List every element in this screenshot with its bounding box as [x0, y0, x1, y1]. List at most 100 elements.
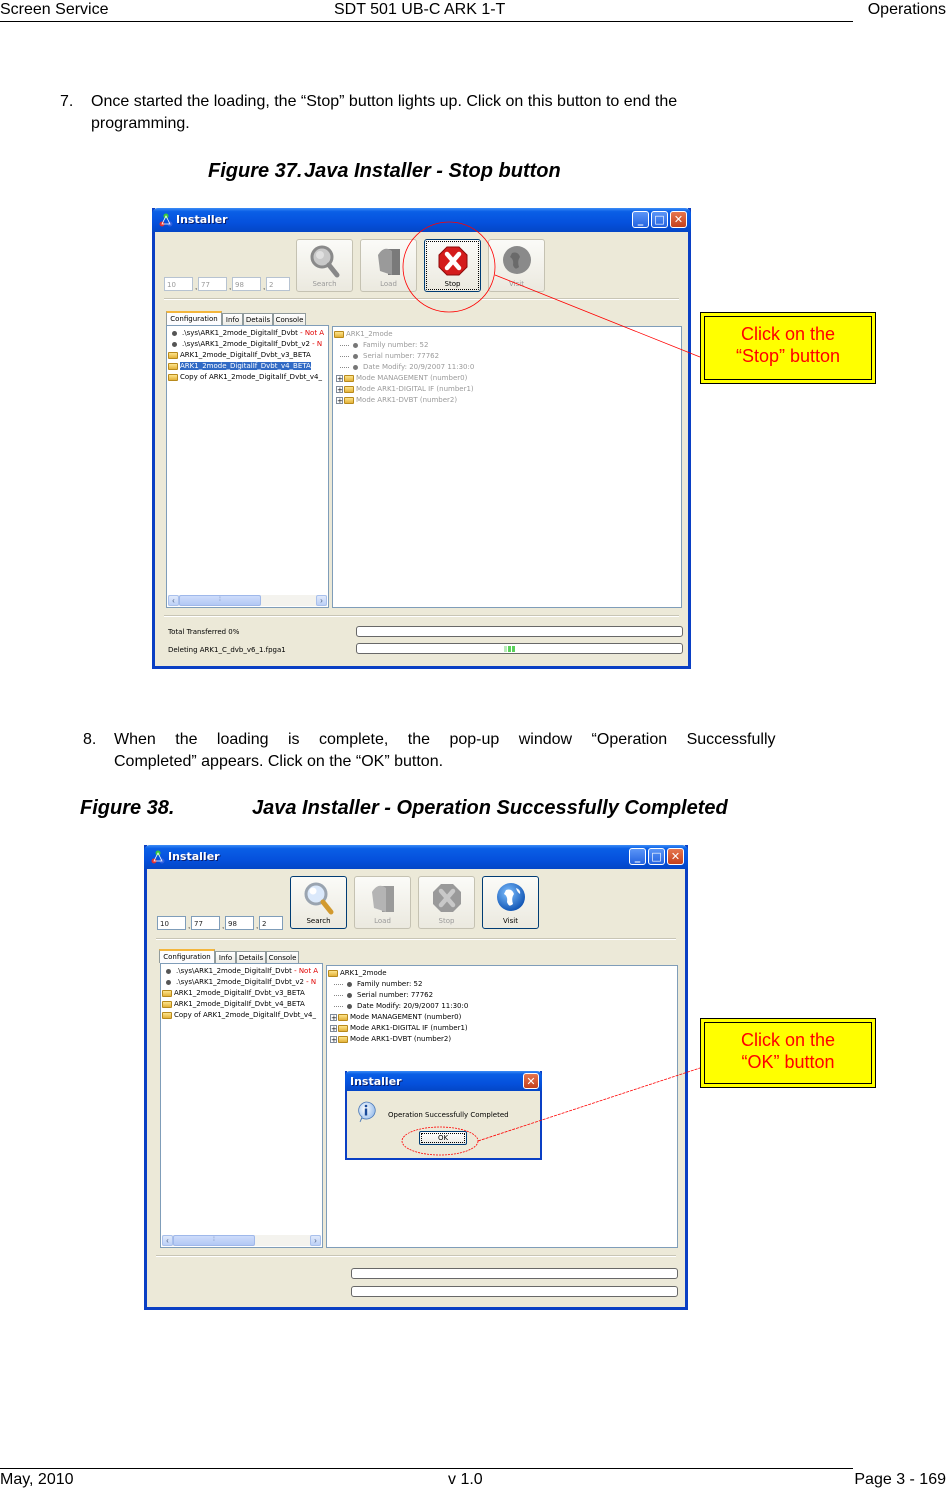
- list-item[interactable]: Copy of ARK1_2mode_DigitalIf_Dvbt_v4_: [162, 1010, 316, 1021]
- bullet-icon: [166, 979, 171, 985]
- step-text-line1: When the loading is complete, the pop-up…: [114, 731, 776, 748]
- list-item[interactable]: .\sys\ARK1_2mode_DigitalIf_Dvbt_v2 - N: [164, 977, 316, 988]
- ok-button[interactable]: OK: [419, 1131, 467, 1145]
- scroll-thumb[interactable]: ⁞: [179, 595, 261, 606]
- tree-root[interactable]: ARK1_2mode: [328, 968, 387, 979]
- folder-icon: [168, 362, 178, 370]
- tree-leaf[interactable]: Serial number: 77762: [330, 990, 433, 1001]
- total-progress-bar: [351, 1268, 678, 1279]
- ip-octet-4[interactable]: 2: [259, 916, 283, 930]
- tab-console[interactable]: Console: [266, 951, 299, 963]
- tree-node[interactable]: +Mode ARK1-DIGITAL IF (number1): [336, 384, 474, 395]
- list-item[interactable]: .\sys\ARK1_2mode_DigitalIf_Dvbt - Not A: [164, 966, 318, 977]
- header-center: SDT 501 UB-C ARK 1-T: [334, 1, 506, 18]
- progress-chunk: [504, 646, 507, 652]
- scroll-right-arrow-icon[interactable]: ›: [316, 595, 327, 606]
- ip-octet-2[interactable]: 77: [198, 277, 227, 291]
- scroll-left-arrow-icon[interactable]: ‹: [168, 595, 179, 606]
- horizontal-scrollbar[interactable]: ‹ ⁞ ›: [162, 1235, 321, 1246]
- list-item-selected[interactable]: ARK1_2mode_DigitalIf_Dvbt_v4_BETA: [168, 361, 311, 372]
- ip-octet-3[interactable]: 98: [232, 277, 261, 291]
- installer-window-stop: Installer _ □ ✕ 10 , 77 , 98 , 2 Search …: [152, 208, 691, 669]
- close-button[interactable]: ✕: [667, 848, 684, 865]
- ip-octet-3[interactable]: 98: [225, 916, 254, 930]
- folder-icon: [344, 374, 354, 382]
- globe-icon: [503, 246, 531, 274]
- folder-icon: [344, 396, 354, 404]
- window-titlebar[interactable]: Installer _ □ ✕: [152, 208, 691, 232]
- dialog-titlebar[interactable]: Installer ✕: [345, 1071, 542, 1091]
- expand-icon[interactable]: +: [336, 385, 343, 394]
- ip-octet-2[interactable]: 77: [191, 916, 220, 930]
- ip-separator: ,: [188, 921, 191, 930]
- step-number: 8.: [83, 731, 97, 748]
- tab-info[interactable]: Info: [222, 313, 243, 325]
- folder-icon: [168, 351, 178, 359]
- scroll-thumb[interactable]: ⁞: [173, 1235, 255, 1246]
- footer-center: v 1.0: [448, 1471, 483, 1488]
- load-button[interactable]: Load: [360, 239, 417, 292]
- tree-node[interactable]: + Mode MANAGEMENT (number0): [336, 373, 467, 384]
- tree-leaf[interactable]: Family number: 52: [330, 979, 422, 990]
- tree-leaf[interactable]: Date Modify: 20/9/2007 11:30:0: [336, 362, 474, 373]
- maximize-button[interactable]: □: [648, 848, 665, 865]
- item-text: Copy of ARK1_2mode_DigitalIf_Dvbt_v4_: [180, 373, 323, 381]
- ip-separator: ,: [222, 921, 225, 930]
- stop-button[interactable]: Stop: [418, 876, 475, 929]
- footer-right: Page 3 - 169: [854, 1471, 946, 1488]
- search-button[interactable]: Search: [296, 239, 353, 292]
- tree-leaf[interactable]: Serial number: 77762: [336, 351, 439, 362]
- page-header: Screen Service SDT 501 UB-C ARK 1-T Oper…: [0, 0, 946, 22]
- list-item[interactable]: ARK1_2mode_DigitalIf_Dvbt_v3_BETA: [162, 988, 305, 999]
- search-button[interactable]: Search: [290, 876, 347, 929]
- scroll-left-arrow-icon[interactable]: ‹: [162, 1235, 173, 1246]
- progress-chunk: [508, 646, 511, 652]
- list-item[interactable]: .\sys\ARK1_2mode_DigitalIf_Dvbt_v2 - N: [170, 339, 322, 350]
- header-rule: [0, 21, 853, 22]
- load-button[interactable]: Load: [354, 876, 411, 929]
- expand-icon[interactable]: +: [336, 374, 343, 383]
- expand-icon[interactable]: +: [330, 1013, 337, 1022]
- expand-icon[interactable]: +: [330, 1024, 337, 1033]
- tab-details[interactable]: Details: [236, 951, 266, 963]
- ip-octet-1[interactable]: 10: [157, 916, 186, 930]
- dialog-close-button[interactable]: ✕: [523, 1073, 539, 1089]
- ip-octet-4[interactable]: 2: [266, 277, 290, 291]
- list-item[interactable]: ARK1_2mode_DigitalIf_Dvbt_v3_BETA: [168, 350, 311, 361]
- scroll-right-arrow-icon[interactable]: ›: [310, 1235, 321, 1246]
- list-item[interactable]: ARK1_2mode_DigitalIf_Dvbt_v4_BETA: [162, 999, 305, 1010]
- tree-node[interactable]: +Mode ARK1-DVBT (number2): [336, 395, 457, 406]
- minimize-button[interactable]: _: [632, 211, 649, 228]
- tree-leaf[interactable]: Date Modify: 20/9/2007 11:30:0: [330, 1001, 468, 1012]
- minimize-button[interactable]: _: [629, 848, 646, 865]
- tab-configuration[interactable]: Configuration: [166, 311, 222, 325]
- tab-configuration[interactable]: Configuration: [159, 949, 215, 963]
- tab-info[interactable]: Info: [215, 951, 236, 963]
- tab-strip: Configuration Info Details Console: [159, 949, 359, 963]
- list-item[interactable]: .\sys\ARK1_2mode_DigitalIf_Dvbt - Not A: [170, 328, 324, 339]
- tree-node-label: Mode MANAGEMENT (number0): [356, 374, 468, 382]
- window-titlebar[interactable]: Installer _ □ ✕: [144, 845, 688, 869]
- tree-node[interactable]: +Mode ARK1-DVBT (number2): [330, 1034, 451, 1045]
- tab-console[interactable]: Console: [273, 313, 306, 325]
- visit-button[interactable]: Visit: [482, 876, 539, 929]
- expand-icon[interactable]: +: [336, 396, 343, 405]
- horizontal-scrollbar[interactable]: ‹ ⁞ ›: [168, 595, 327, 606]
- tree-root[interactable]: ARK1_2mode: [334, 329, 393, 340]
- expand-icon[interactable]: +: [330, 1035, 337, 1044]
- tree-leaf[interactable]: Family number: 52: [336, 340, 428, 351]
- visit-button[interactable]: Visit: [488, 239, 545, 292]
- close-button[interactable]: ✕: [670, 211, 687, 228]
- list-item[interactable]: Copy of ARK1_2mode_DigitalIf_Dvbt_v4_: [168, 372, 322, 383]
- stop-button[interactable]: Stop: [424, 239, 481, 292]
- stop-icon: [433, 884, 461, 912]
- toolbar-separator: [156, 938, 676, 940]
- ip-octet-1[interactable]: 10: [164, 277, 193, 291]
- folder-icon: [344, 385, 354, 393]
- tree-node[interactable]: +Mode MANAGEMENT (number0): [330, 1012, 461, 1023]
- tree-node[interactable]: +Mode ARK1-DIGITAL IF (number1): [330, 1023, 468, 1034]
- step-number: 7.: [60, 93, 74, 110]
- maximize-button[interactable]: □: [651, 211, 668, 228]
- tab-details[interactable]: Details: [243, 313, 273, 325]
- step-7: 7. Once started the loading, the “Stop” …: [60, 92, 860, 134]
